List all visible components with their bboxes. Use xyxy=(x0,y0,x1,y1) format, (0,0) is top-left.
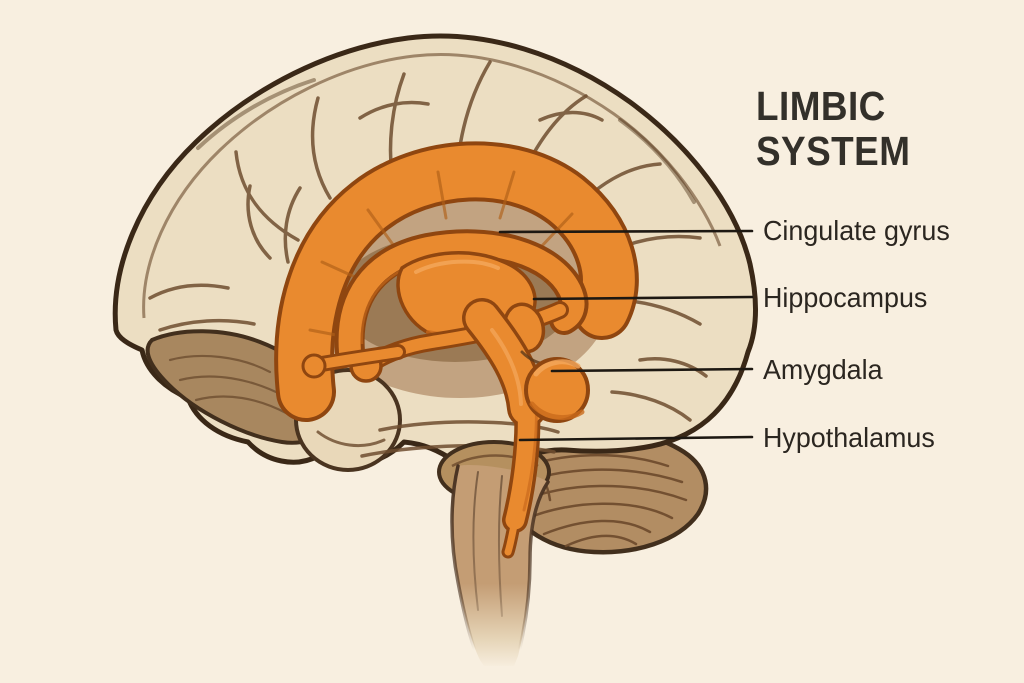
diagram-title-line1: LIMBIC xyxy=(756,83,886,129)
label-hippocampus: Hippocampus xyxy=(763,282,928,313)
diagram-title: LIMBIC SYSTEM xyxy=(756,84,910,174)
leader-lines xyxy=(498,229,754,442)
leader-line-hippocampus xyxy=(532,295,754,301)
brainstem-shape xyxy=(450,464,550,666)
label-hypothalamus: Hypothalamus xyxy=(763,422,935,453)
leader-line-amygdala xyxy=(550,367,754,373)
cerebellum-shape xyxy=(504,423,709,555)
diagram-title-line2: SYSTEM xyxy=(756,128,911,174)
leader-line-cingulate-gyrus xyxy=(498,229,754,234)
cortex-sulci-accents xyxy=(196,78,696,204)
leader-line-hypothalamus xyxy=(518,435,754,442)
label-amygdala: Amygdala xyxy=(763,354,883,385)
olfactory-tract-shape xyxy=(301,344,406,379)
label-cingulate-gyrus: Cingulate gyrus xyxy=(763,215,950,246)
amygdala-shape xyxy=(524,357,590,423)
cingulate-gyrus-shape xyxy=(274,141,639,422)
